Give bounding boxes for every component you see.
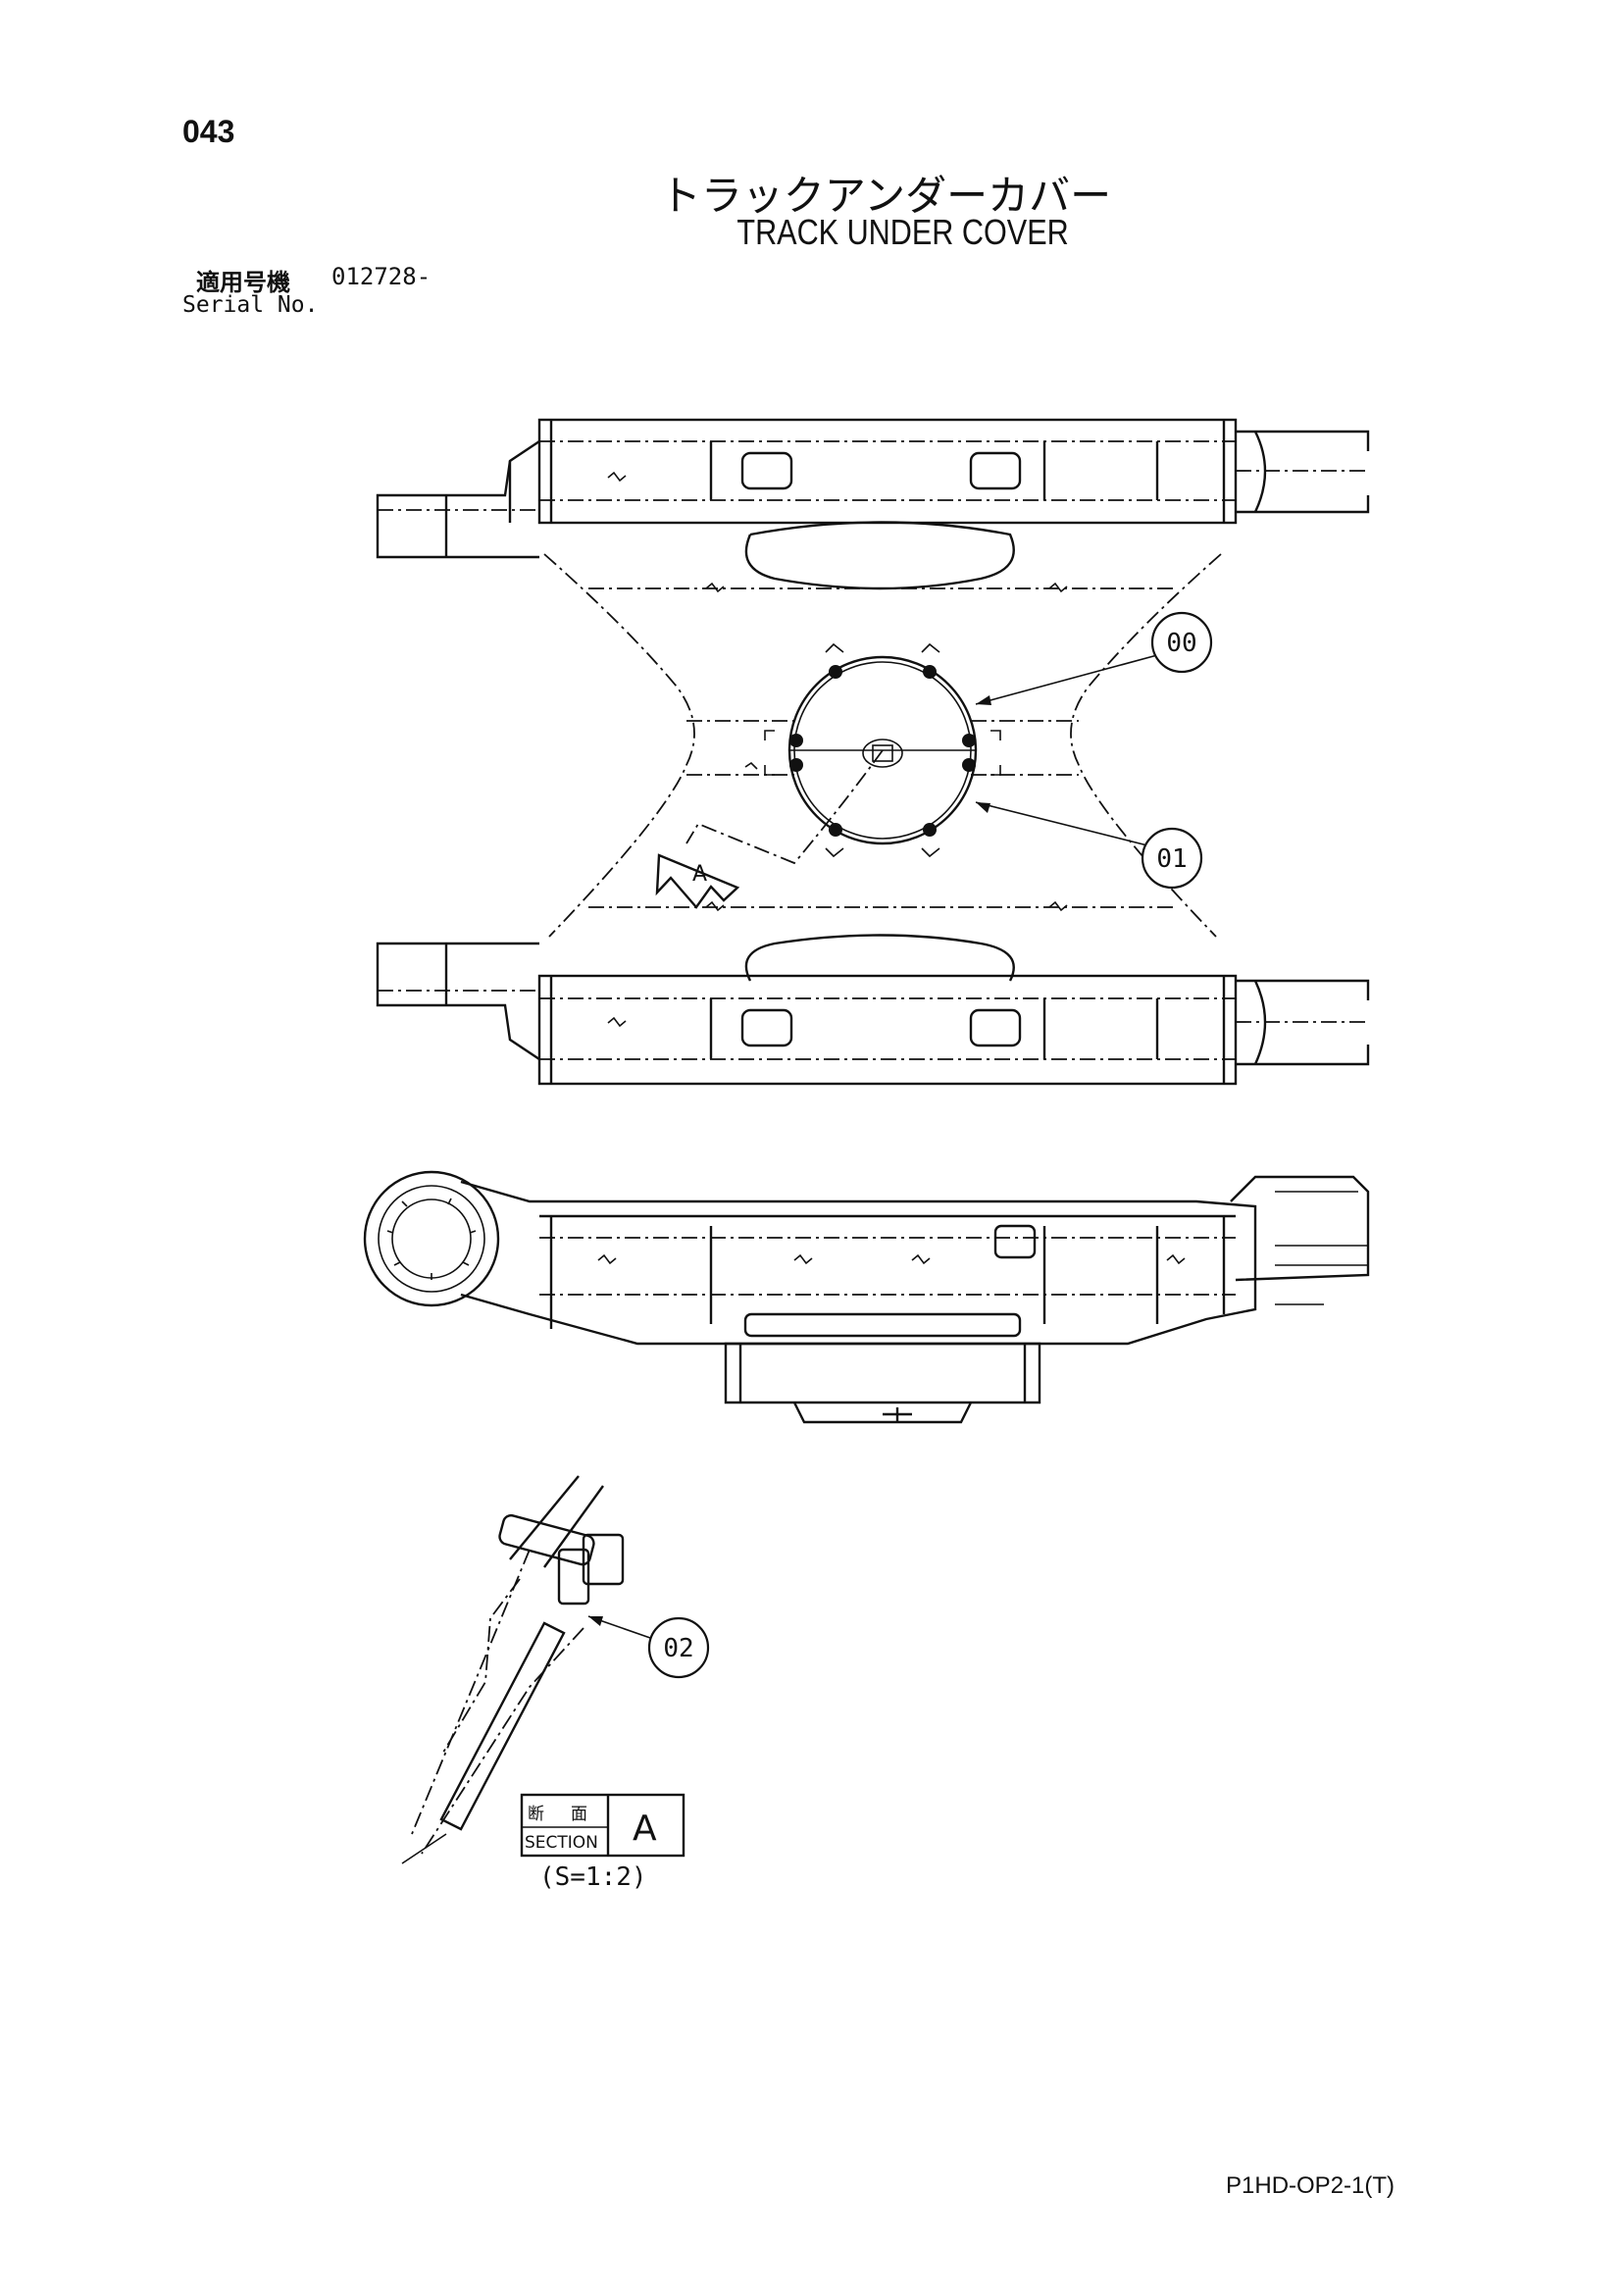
callout-00-label: 00 bbox=[1166, 629, 1196, 658]
section-label-jp-1: 断 bbox=[528, 1805, 544, 1824]
callout-00: 00 bbox=[975, 611, 1213, 705]
section-cut-line bbox=[685, 749, 884, 865]
section-label-jp-2: 面 bbox=[571, 1805, 587, 1824]
title-japanese: トラックアンダーカバー bbox=[659, 172, 1112, 220]
center-frame bbox=[543, 521, 1222, 982]
section-letter: A bbox=[633, 1809, 657, 1849]
serial-label-english: Serial No. bbox=[182, 292, 319, 318]
top-view: A 00 01 bbox=[376, 418, 1370, 1086]
callout-01-label: 01 bbox=[1156, 844, 1187, 874]
view-a-arrow: A bbox=[655, 853, 740, 909]
side-view bbox=[363, 1170, 1370, 1424]
document-code: P1HD-OP2-1(T) bbox=[1226, 2172, 1396, 2199]
upper-side-frame bbox=[376, 418, 1370, 559]
serial-value: 012728- bbox=[331, 263, 431, 290]
serial-label-japanese: 適用号機 bbox=[196, 269, 290, 296]
section-a-detail: 02 断 面 SECTION A (S=1:2) bbox=[401, 1475, 710, 1892]
section-label-box: 断 面 SECTION A (S=1:2) bbox=[520, 1793, 685, 1892]
page-number: 043 bbox=[182, 114, 235, 149]
title-english: TRACK UNDER COVER bbox=[736, 212, 1069, 252]
callout-02: 02 bbox=[587, 1615, 710, 1679]
callout-02-label: 02 bbox=[663, 1634, 693, 1663]
callout-01: 01 bbox=[975, 801, 1203, 890]
track-under-cover-plate bbox=[764, 642, 1001, 858]
section-scale: (S=1:2) bbox=[539, 1862, 647, 1892]
view-a-letter: A bbox=[692, 862, 707, 887]
section-label-en: SECTION bbox=[525, 1833, 598, 1853]
lower-side-frame bbox=[376, 942, 1370, 1086]
